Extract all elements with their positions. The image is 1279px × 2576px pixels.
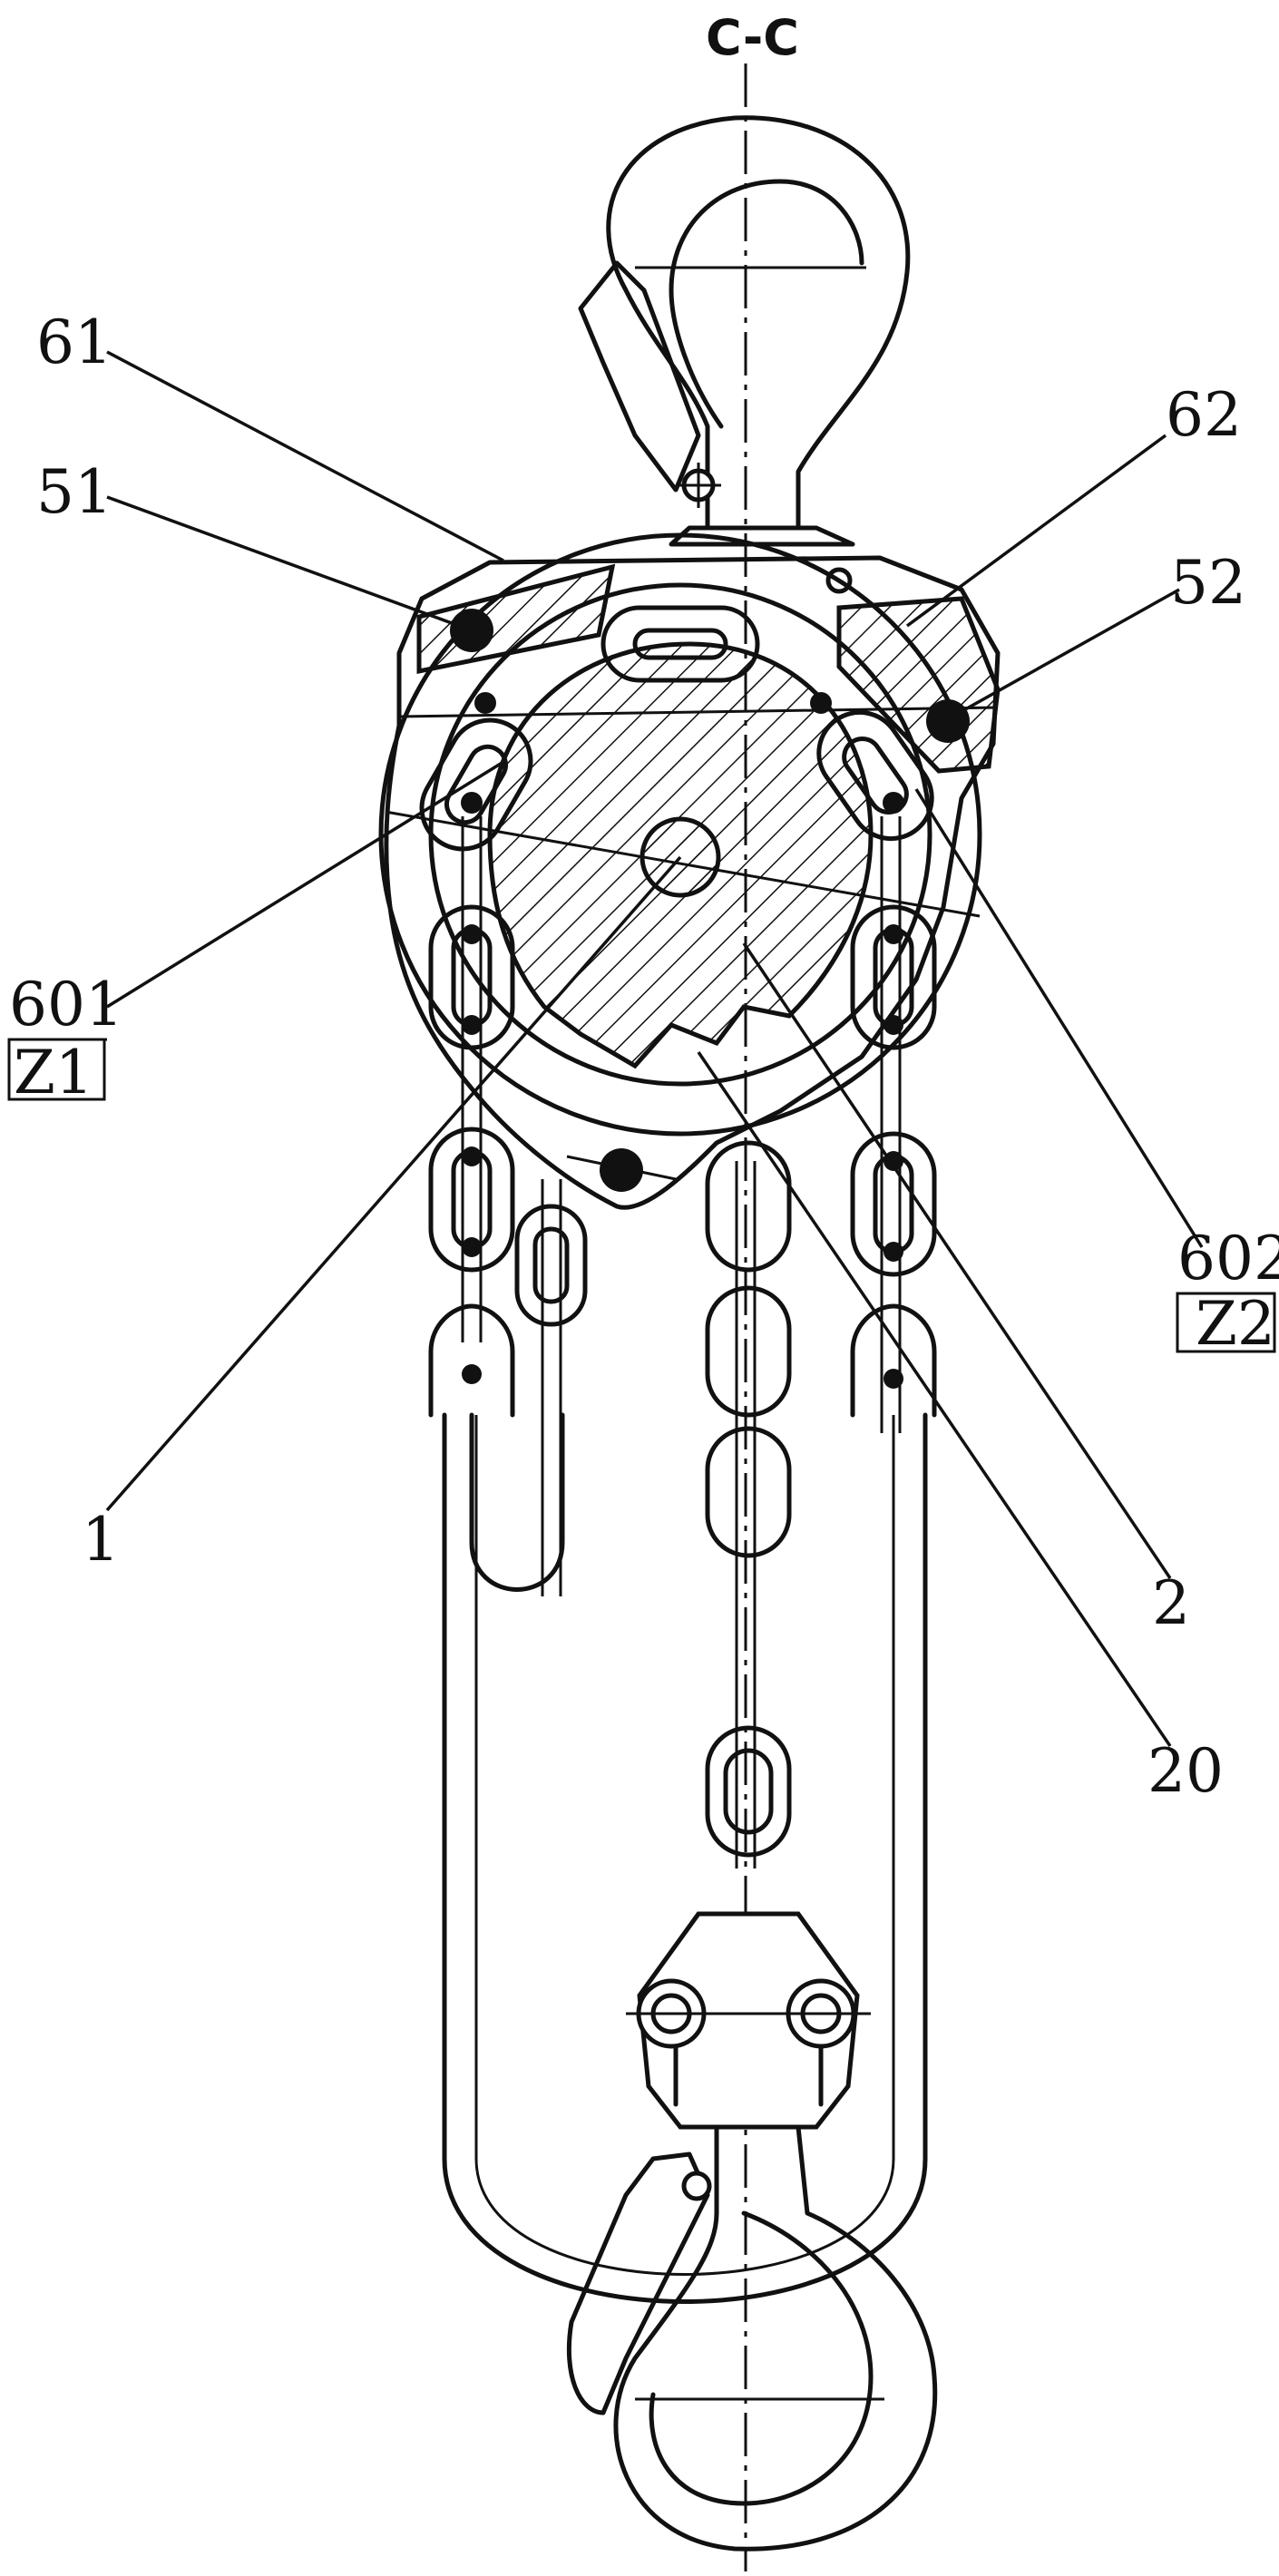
label-z1: Z1 <box>14 1038 93 1107</box>
lower-pin <box>600 1148 643 1192</box>
leader-61 <box>106 350 504 562</box>
leader-51 <box>106 495 473 632</box>
leader-62 <box>905 434 1167 628</box>
wheel-chain <box>419 605 934 852</box>
label-61: 61 <box>36 307 112 377</box>
label-62: 62 <box>1166 380 1242 450</box>
left-hanging-chain <box>428 816 588 1596</box>
leader-52 <box>952 588 1180 718</box>
leader-20 <box>697 1051 1172 1747</box>
bottom-hook <box>566 2124 938 2552</box>
center-chain <box>705 1140 792 1869</box>
leader-601 <box>106 760 504 1009</box>
leader-2 <box>742 942 1172 1579</box>
label-20: 20 <box>1147 1736 1224 1806</box>
load-chain-loop <box>442 1412 928 2304</box>
label-1: 1 <box>82 1505 120 1575</box>
label-group-601-z1: 601 Z1 <box>7 970 123 1107</box>
pin-52 <box>926 699 970 743</box>
label-2: 2 <box>1152 1568 1190 1638</box>
lower-block <box>626 1911 871 2130</box>
label-52: 52 <box>1170 548 1246 618</box>
label-602: 602 <box>1177 1224 1279 1293</box>
right-hanging-chain <box>850 816 937 1433</box>
hatched-block-right <box>836 596 1001 774</box>
label-601: 601 <box>9 970 123 1039</box>
label-51: 51 <box>36 457 112 527</box>
top-hook <box>578 115 911 594</box>
leader-602 <box>914 788 1204 1248</box>
label-z2: Z2 <box>1196 1289 1275 1359</box>
label-group-602-z2: 602 Z2 <box>1176 1224 1279 1359</box>
leader-1 <box>105 855 682 1512</box>
section-label: C-C <box>706 9 799 66</box>
